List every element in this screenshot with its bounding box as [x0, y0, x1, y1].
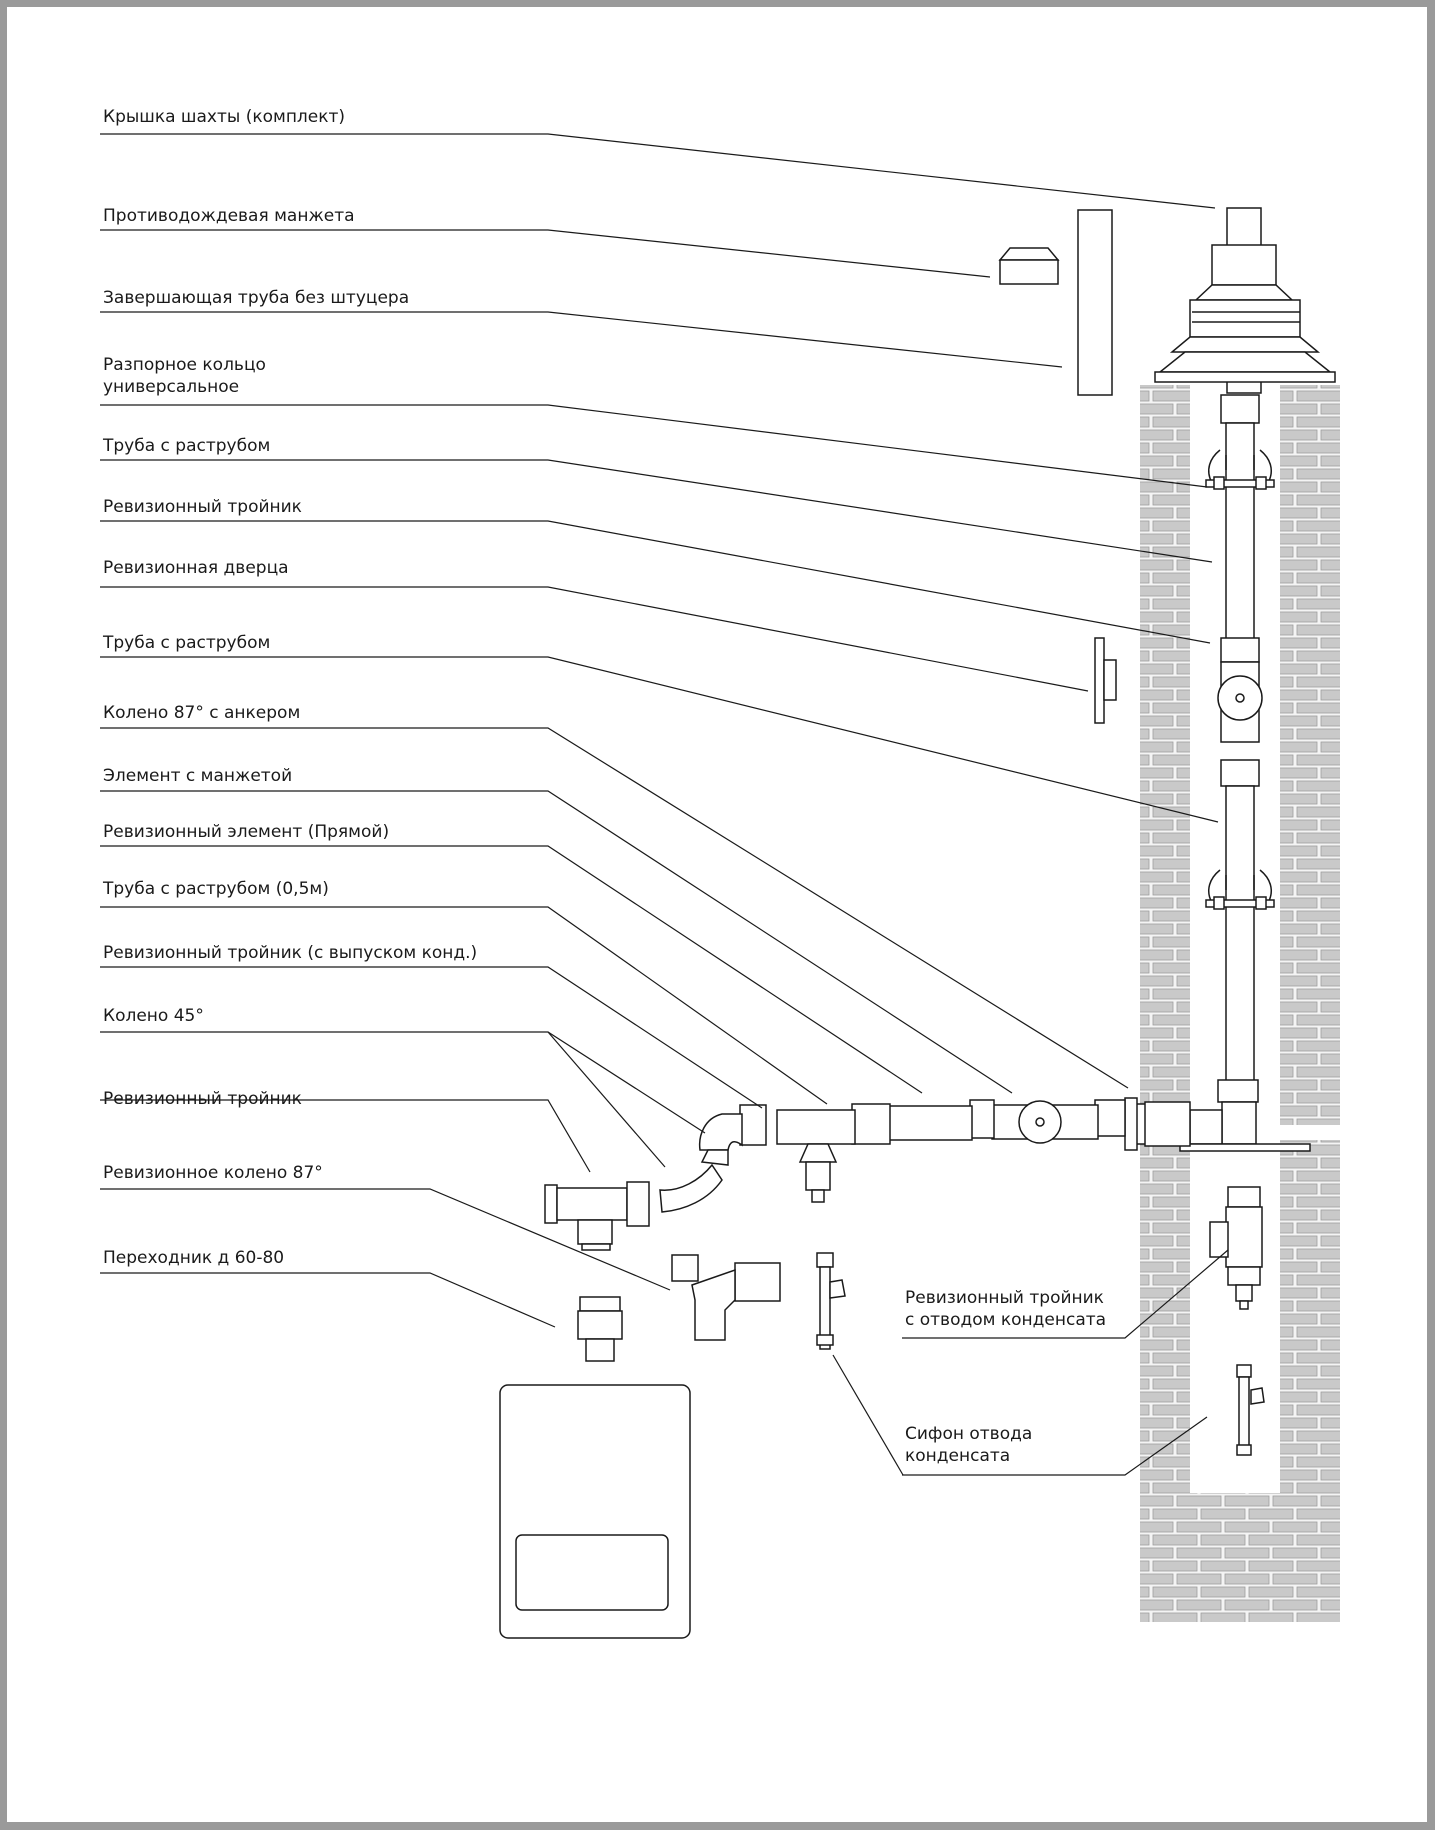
label-rain-collar: Противодождевая манжета — [103, 206, 355, 226]
vertical-flue — [1217, 394, 1263, 1087]
leader-lines — [100, 133, 1229, 1476]
label-socket-pipe-2: Труба с раструбом — [103, 633, 271, 653]
inspection-elbow-87-part — [671, 1254, 781, 1341]
label-inspection-tee-1: Ревизионный тройник — [103, 497, 302, 517]
elbow-45-part — [659, 1163, 723, 1213]
condensate-siphon-part — [1236, 1364, 1265, 1456]
end-pipe-part — [1077, 209, 1113, 396]
label-elbow-45: Колено 45° — [103, 1006, 204, 1026]
spacer-rings — [1205, 449, 1275, 910]
boiler — [499, 1384, 691, 1639]
inspection-tee-part — [544, 1181, 650, 1251]
label-shaft-cover: Крышка шахты (комплект) — [103, 107, 346, 127]
label-condensate-siphon: Сифон отвода конденсата — [905, 1424, 1033, 1466]
elbow-87-anchor — [1179, 1079, 1311, 1152]
label-inspection-elbow-87: Ревизионное колено 87° — [103, 1163, 323, 1183]
shaft-cover — [1154, 207, 1336, 394]
inspection-tee-drain-part — [1209, 1186, 1263, 1310]
label-collar-element: Элемент с манжетой — [103, 766, 293, 786]
condensate-siphon-loose — [816, 1252, 846, 1350]
label-inspection-tee-condensate: Ревизионный тройник (с выпуском конд.) — [103, 943, 478, 963]
label-end-pipe: Завершающая труба без штуцера — [103, 288, 410, 308]
label-spacer-ring: Разпорное кольцо универсальное — [103, 355, 266, 397]
label-elbow-87-anchor: Колено 87° с анкером — [103, 703, 301, 723]
label-inspection-element: Ревизионный элемент (Прямой) — [103, 822, 390, 842]
rain-collar-part — [998, 247, 1060, 285]
label-socket-pipe-05: Труба с раструбом (0,5м) — [103, 879, 329, 899]
label-inspection-tee-2: Ревизионный тройник — [103, 1089, 302, 1109]
label-inspection-tee-drain: Ревизионный тройник с отводом конденсата — [905, 1288, 1107, 1330]
horizontal-chain — [698, 1097, 1191, 1203]
adapter-part — [577, 1296, 623, 1362]
label-socket-pipe-1: Труба с раструбом — [103, 436, 271, 456]
inspection-door-part — [1094, 637, 1117, 724]
label-inspection-door: Ревизионная дверца — [103, 558, 289, 578]
label-adapter: Переходник д 60-80 — [103, 1248, 285, 1268]
